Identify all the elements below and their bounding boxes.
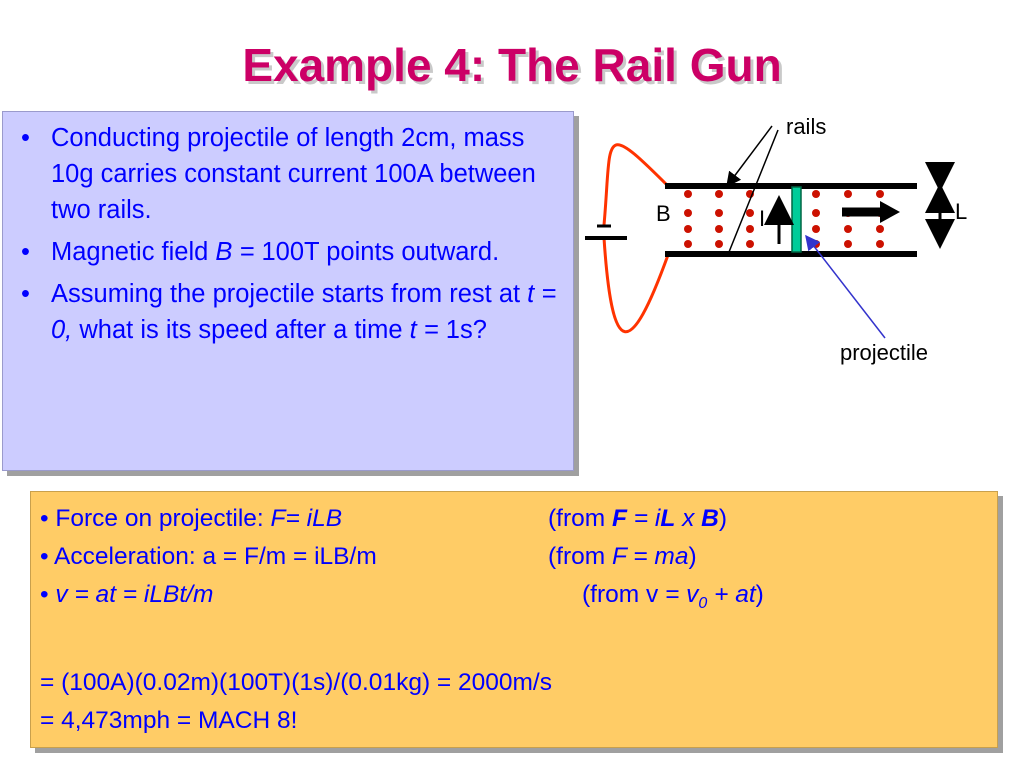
- bullet-icon: •: [21, 238, 30, 266]
- force-source: (from F = iL x B): [548, 502, 727, 536]
- field-dot: [715, 240, 723, 248]
- force-arrowhead-icon: [880, 201, 900, 223]
- field-dot: [876, 190, 884, 198]
- from-text: (from: [548, 505, 612, 532]
- mach-result-line: = 4,473mph = MACH 8!: [40, 707, 298, 734]
- field-dot: [876, 240, 884, 248]
- v0-sub: 0: [698, 594, 708, 612]
- field-dot: [746, 209, 754, 217]
- field-dot: [812, 225, 820, 233]
- bullet-icon: •: [21, 124, 30, 152]
- solution-box: • Force on projectile: F= iLB (from F = …: [30, 491, 998, 748]
- field-dot: [844, 190, 852, 198]
- bullet3-pre: Assuming the projectile starts from rest…: [51, 280, 528, 308]
- field-dots: [684, 190, 884, 248]
- vec-F: F: [611, 505, 627, 532]
- problem-bullet-1: • Conducting projectile of length 2cm, m…: [21, 120, 573, 228]
- force-line: • Force on projectile: F= iLB: [40, 502, 342, 536]
- vec-L: L: [660, 505, 676, 532]
- field-b-label: B: [656, 201, 671, 226]
- field-dot: [684, 225, 692, 233]
- velocity-equation: v = at = iLBt/m: [55, 581, 214, 608]
- velocity-source: (from v = v0 + at): [582, 578, 764, 621]
- field-dot: [684, 240, 692, 248]
- problem-bullet-1-text: Conducting projectile of length 2cm, mas…: [51, 124, 536, 224]
- from-text: (from v: [582, 581, 666, 608]
- force-equation: F= iLB: [270, 505, 343, 532]
- bullet-icon: •: [21, 280, 30, 308]
- rails-label: rails: [786, 114, 826, 139]
- field-dot: [684, 190, 692, 198]
- problem-statement-box: • Conducting projectile of length 2cm, m…: [2, 111, 574, 471]
- cross-x: x: [675, 505, 702, 532]
- field-dot: [684, 209, 692, 217]
- slide-title: Example 4: The Rail Gun: [242, 39, 782, 91]
- bullet2-var: B: [215, 238, 233, 266]
- bullet2-post: 100T points outward.: [261, 238, 500, 266]
- field-dot: [844, 225, 852, 233]
- field-dot: [715, 225, 723, 233]
- close-paren: ): [718, 505, 728, 532]
- bullet2-eq: =: [232, 238, 262, 266]
- projectile-label: projectile: [840, 340, 928, 365]
- field-dot: [746, 240, 754, 248]
- field-dot: [812, 209, 820, 217]
- numeric-result-line: = (100A)(0.02m)(100T)(1s)/(0.01kg) = 200…: [40, 669, 552, 696]
- v0-eq: = v: [665, 581, 699, 608]
- from-text: (from: [548, 543, 612, 570]
- velocity-line: • v = at = iLBt/m: [40, 578, 213, 612]
- at-term: + at: [707, 581, 756, 608]
- eq-sign: =: [626, 505, 655, 532]
- field-dot: [812, 240, 820, 248]
- newton-eq: F = ma: [611, 543, 689, 570]
- problem-bullet-3: • Assuming the projectile starts from re…: [21, 276, 573, 348]
- bullet3-t0: t = 0,: [51, 280, 557, 344]
- field-dot: [715, 190, 723, 198]
- current-i-label: I: [759, 206, 765, 231]
- bullet-icon: •: [40, 581, 56, 608]
- field-dot: [746, 225, 754, 233]
- projectile-bar: [791, 186, 802, 253]
- rails-pointer-icon: [726, 125, 773, 188]
- field-dot: [812, 190, 820, 198]
- rails-pointer-icon-2: [728, 129, 779, 253]
- vec-B: B: [701, 505, 719, 532]
- close-paren: ): [755, 581, 764, 608]
- close-paren: ): [688, 543, 697, 570]
- circuit-wire-lower: [602, 237, 670, 334]
- var-i: i: [654, 505, 661, 532]
- acceleration-line: • Acceleration: a = F/m = iLB/m: [40, 543, 377, 570]
- length-l-label: L: [955, 199, 967, 224]
- field-dot: [844, 240, 852, 248]
- field-dot: [876, 225, 884, 233]
- bullet3-post: 1s?: [438, 316, 487, 344]
- bullet3-mid: what is its speed after a time: [72, 316, 410, 344]
- problem-bullet-2: • Magnetic field B = 100T points outward…: [21, 234, 573, 270]
- force-label: • Force on projectile:: [40, 505, 271, 532]
- bullet2-pre: Magnetic field: [51, 238, 216, 266]
- problem-list: • Conducting projectile of length 2cm, m…: [3, 112, 573, 348]
- bullet3-t1: t =: [409, 316, 439, 344]
- field-dot: [715, 209, 723, 217]
- acceleration-source: (from F = ma): [548, 540, 697, 574]
- rail-gun-diagram: rails B I L projectile: [585, 114, 967, 365]
- circuit-wire: [602, 143, 670, 226]
- projectile-pointer-icon: [805, 234, 886, 339]
